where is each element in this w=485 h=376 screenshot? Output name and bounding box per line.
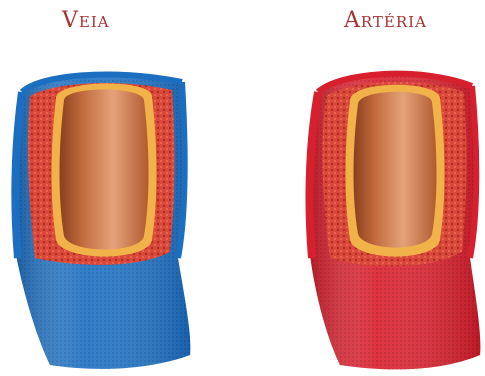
artery-illustration <box>307 74 481 370</box>
artery-lumen <box>354 92 437 248</box>
vein-lumen <box>60 90 149 250</box>
vein-illustration <box>13 75 191 369</box>
